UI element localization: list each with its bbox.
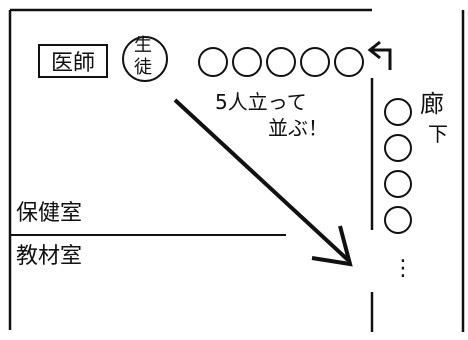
corridor-queue-circle bbox=[384, 134, 412, 162]
corridor-label-1: 廊 bbox=[420, 90, 444, 118]
student-queue-top-row bbox=[198, 47, 364, 77]
corridor-queue-circle bbox=[384, 206, 412, 234]
diagonal-arrow bbox=[173, 98, 350, 262]
diagonal-arrow-head bbox=[311, 225, 353, 267]
student-queue-circle bbox=[300, 47, 330, 77]
corridor-label-2: 下 bbox=[428, 122, 448, 146]
student-queue-circle bbox=[266, 47, 296, 77]
doctor-label: 医師 bbox=[50, 51, 95, 76]
corner-arrow-head bbox=[367, 40, 381, 60]
student-label-line2: 徒 bbox=[134, 57, 152, 78]
health-room-label: 保健室 bbox=[16, 201, 83, 226]
note-line2: 並ぶ！ bbox=[268, 116, 328, 140]
continuation-dots: ⋮ bbox=[392, 256, 414, 281]
student-queue-circle bbox=[334, 47, 364, 77]
student-circle bbox=[122, 36, 168, 82]
doctor-box: 医師 bbox=[38, 44, 108, 78]
note-line1: 5人立って bbox=[215, 90, 307, 114]
materials-room-label: 教材室 bbox=[16, 244, 83, 269]
student-label-line1: 生 bbox=[134, 35, 152, 56]
corner-arrow bbox=[372, 48, 392, 70]
corridor-queue-circle bbox=[384, 170, 412, 198]
student-queue-circle bbox=[232, 47, 262, 77]
student-queue-circle bbox=[198, 47, 228, 77]
student-queue-corridor bbox=[384, 98, 412, 234]
corridor-queue-circle bbox=[384, 98, 412, 126]
